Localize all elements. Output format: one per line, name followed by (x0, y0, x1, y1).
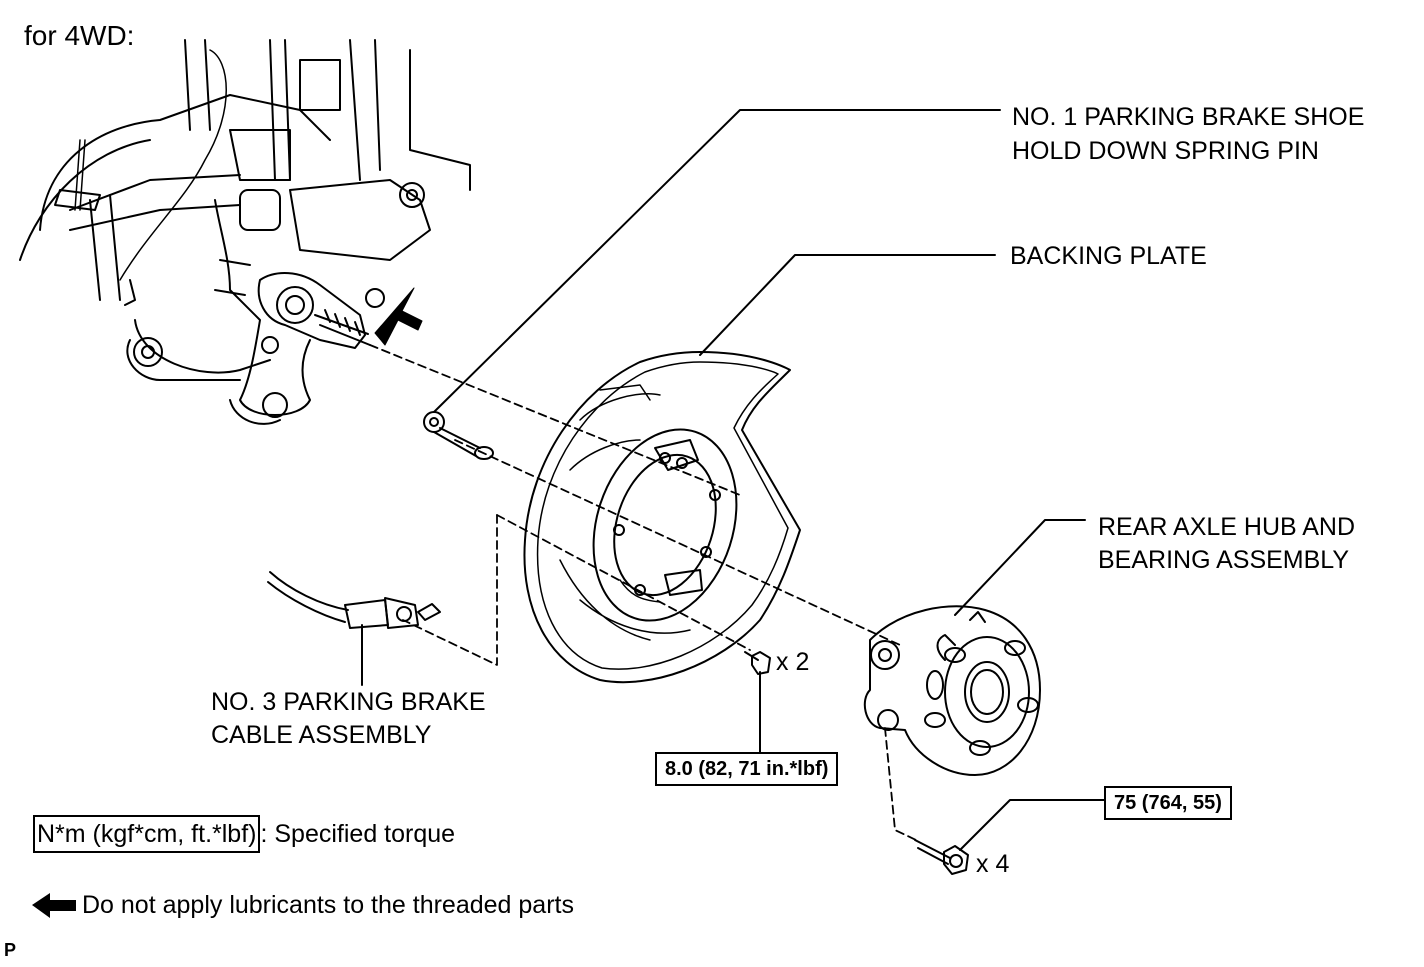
backing-plate-label: BACKING PLATE (1010, 242, 1207, 270)
parking-brake-cable-drawing (267, 571, 441, 629)
hub-bearing-drawing (863, 605, 1041, 776)
no-lubricant-arrow-icon (374, 287, 423, 346)
footer-mark: P (4, 940, 17, 960)
large-bolt-drawing (914, 839, 969, 875)
spring-pin-label-line1: NO. 1 PARKING BRAKE SHOE (1012, 103, 1365, 131)
alignment-dashed-lines (369, 344, 917, 841)
small-bolt-quantity: x 2 (776, 648, 810, 676)
page-title: for 4WD: (24, 20, 135, 51)
torque-legend: N*m (kgf*cm, ft.*lbf): Specified torque (33, 815, 455, 853)
knuckle-assembly-drawing (19, 39, 471, 425)
large-bolt-quantity: x 4 (976, 850, 1010, 878)
torque-legend-desc: : Specified torque (260, 820, 456, 848)
backing-plate-drawing (523, 351, 801, 684)
torque-legend-unit: N*m (kgf*cm, ft.*lbf) (33, 815, 261, 853)
legend-arrow-icon (32, 893, 76, 918)
leader-lines (361, 109, 1109, 851)
large-bolt-torque-box: 75 (764, 55) (1104, 786, 1232, 820)
cable-label-line2: CABLE ASSEMBLY (211, 721, 432, 749)
small-bolt-torque-box: 8.0 (82, 71 in.*lbf) (655, 752, 839, 786)
hub-bearing-label-line1: REAR AXLE HUB AND (1098, 513, 1356, 541)
small-bolt-drawing (744, 651, 771, 675)
hub-bearing-label-line2: BEARING ASSEMBLY (1098, 546, 1350, 574)
lubricant-legend-desc: Do not apply lubricants to the threaded … (82, 891, 574, 919)
cable-label-line1: NO. 3 PARKING BRAKE (211, 688, 486, 716)
spring-pin-label-line2: HOLD DOWN SPRING PIN (1012, 137, 1319, 165)
